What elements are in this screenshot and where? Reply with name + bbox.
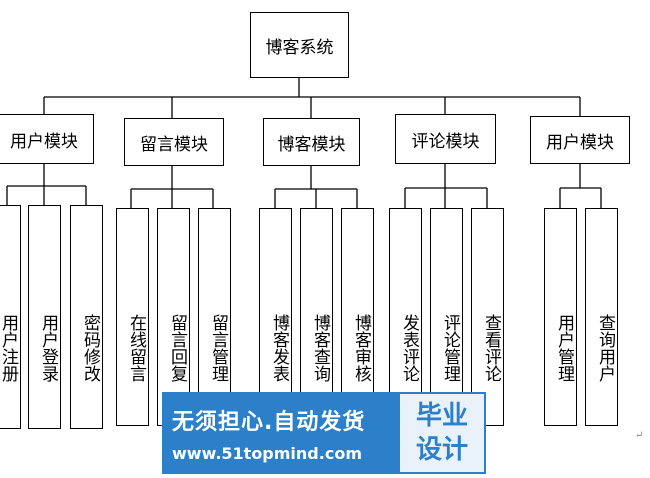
- watermark-url: www.51topmind.com: [172, 443, 362, 463]
- module-label: 评论模块: [411, 131, 480, 152]
- leaf-label: 查看评论: [481, 314, 501, 382]
- leaf-online-message: 在线留言: [116, 208, 149, 426]
- module-node-blog: 博客模块: [263, 118, 360, 166]
- leaf-label: 用户登录: [38, 314, 58, 382]
- watermark-text-panel: 无须担心.自动发货 www.51topmind.com: [162, 392, 398, 474]
- leaf-message-reply: 留言回复: [157, 208, 190, 426]
- watermark-banner: 无须担心.自动发货 www.51topmind.com 毕业 设计: [162, 392, 486, 474]
- leaf-view-comment: 查看评论: [471, 208, 504, 426]
- leaf-user-login: 用户登录: [28, 205, 61, 429]
- leaf-blog-review: 博客审核: [341, 208, 374, 426]
- leaf-label: 用户管理: [554, 314, 574, 382]
- leaf-label: 博客发表: [269, 314, 289, 382]
- leaf-label: 密码修改: [80, 314, 100, 382]
- leaf-blog-query: 博客查询: [300, 208, 333, 426]
- leaf-comment-manage: 评论管理: [430, 208, 463, 426]
- module-node-user-1: 用户模块: [0, 114, 94, 164]
- root-node: 博客系统: [250, 12, 349, 78]
- paragraph-return-icon: ↵: [635, 430, 644, 441]
- leaf-label: 留言回复: [167, 314, 187, 382]
- watermark-badge: 毕业 设计: [398, 392, 486, 474]
- watermark-slogan: 无须担心.自动发货: [172, 409, 366, 435]
- module-node-comment: 评论模块: [395, 114, 496, 164]
- leaf-label: 查询用户: [595, 314, 615, 382]
- leaf-label: 评论管理: [440, 314, 460, 382]
- leaf-label: 博客查询: [310, 314, 330, 382]
- leaf-user-manage: 用户管理: [544, 208, 577, 426]
- leaf-label: 在线留言: [126, 314, 146, 382]
- module-label: 用户模块: [10, 131, 78, 152]
- leaf-user-register: 用户注册: [0, 205, 21, 429]
- watermark-badge-line1: 毕业: [415, 401, 468, 431]
- leaf-label: 留言管理: [208, 314, 228, 382]
- watermark-badge-line2: 设计: [415, 435, 468, 465]
- root-label: 博客系统: [265, 37, 334, 58]
- leaf-password-change: 密码修改: [70, 205, 103, 429]
- module-label: 留言模块: [140, 134, 208, 155]
- leaf-label: 博客审核: [351, 314, 371, 382]
- leaf-label: 用户注册: [0, 314, 18, 382]
- leaf-query-user: 查询用户: [585, 208, 618, 426]
- leaf-blog-publish: 博客发表: [259, 208, 292, 426]
- module-label: 博客模块: [277, 134, 346, 155]
- module-node-message: 留言模块: [124, 118, 224, 166]
- leaf-label: 发表评论: [399, 314, 419, 382]
- leaf-message-manage: 留言管理: [198, 208, 231, 426]
- module-node-user-2: 用户模块: [530, 116, 630, 164]
- module-label: 用户模块: [546, 132, 614, 153]
- leaf-post-comment: 发表评论: [389, 208, 422, 426]
